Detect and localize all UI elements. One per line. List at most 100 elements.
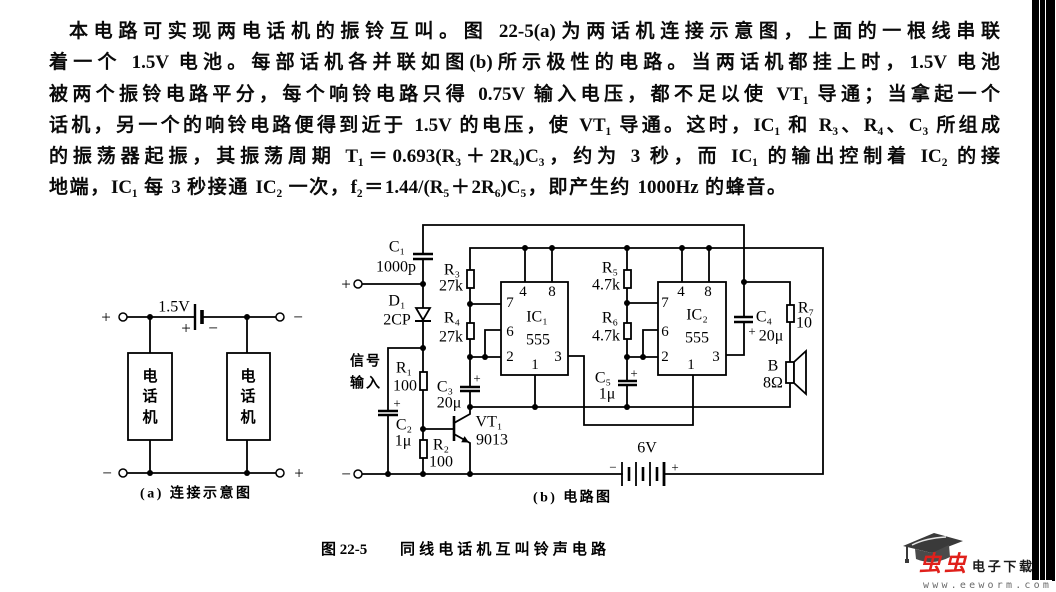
r2-value-label: 100 <box>429 454 453 471</box>
battery-negative-sign: − <box>208 319 218 338</box>
junction-dot <box>244 470 250 476</box>
ic1-pin-label: 7 <box>506 295 514 311</box>
signal-input-label: 输入 <box>350 375 380 392</box>
ic2-pin-label: 4 <box>677 284 685 300</box>
diode-d1-symbol <box>414 307 432 322</box>
terminal <box>118 312 128 322</box>
r1-ref-label: R₁ <box>396 360 412 377</box>
paragraph-line: 地端，IC₁ 每 3 秒接通 IC₂ 一次，f₂＝1.44/(R₅＋2R₆)C₅… <box>49 177 786 198</box>
wire <box>743 281 791 306</box>
graduation-cap-icon <box>903 533 963 553</box>
c1-ref-label: C₁ <box>389 239 405 256</box>
c5-value-label: 1μ <box>599 386 616 403</box>
terminal-top-left-sign: + <box>101 308 111 327</box>
ic2-pin-label: 3 <box>712 349 720 365</box>
ic1-pin-label: 3 <box>554 349 562 365</box>
ic2-ref-label: IC₂ <box>686 307 708 324</box>
telephone-label-char: 电 <box>142 367 157 385</box>
junction-dot <box>420 345 426 351</box>
junction-dot <box>532 404 538 410</box>
junction-dot <box>679 245 685 251</box>
ic1-type-label: 555 <box>526 332 550 349</box>
junction-dot <box>624 404 630 410</box>
junction-dot <box>420 471 426 477</box>
r3-ref-label: R₃ <box>444 262 460 279</box>
junction-dot <box>385 471 391 477</box>
terminal <box>275 312 285 322</box>
telephone-label-char: 话 <box>142 387 157 405</box>
c5-ref-label: C₅ <box>595 370 611 387</box>
r6-ref-label: R₆ <box>602 310 618 327</box>
paragraph-line: 的振荡器起振，其振荡周期 T₁＝0.693(R₃＋2R₄)C₃，约为 3 秒，而… <box>49 146 1000 167</box>
wire <box>725 321 745 356</box>
wire <box>567 355 694 426</box>
r7-ref-label: R₇ <box>798 300 814 317</box>
junction-dot <box>624 300 630 306</box>
ic2-type-label: 555 <box>685 330 709 347</box>
wire <box>484 329 502 358</box>
junction-dot <box>482 354 488 360</box>
transistor-vt1-emitter-arrow <box>461 436 469 443</box>
scan-edge-bar <box>1032 0 1039 581</box>
terminal <box>275 468 285 478</box>
input-positive-sign: + <box>341 275 351 294</box>
junction-dot <box>420 281 426 287</box>
graduation-cap-tassel-end <box>905 559 909 563</box>
c2-value-label: 1μ <box>395 433 412 450</box>
c2-ref-label: C₂ <box>396 417 412 434</box>
ic1-555-body <box>500 281 569 376</box>
telephone-box-right <box>226 352 271 441</box>
capacitor-plates <box>378 252 753 417</box>
wire <box>387 347 424 412</box>
junction-dot <box>467 471 473 477</box>
r5-value-label: 4.7k <box>592 277 620 294</box>
ic1-pin-label: 2 <box>506 349 514 365</box>
c2-polarity-sign: + <box>393 396 400 411</box>
watermark-logo <box>903 533 963 563</box>
vt1-ref-label: VT₁ <box>476 414 503 431</box>
r1-value-label: 100 <box>393 378 417 395</box>
speaker-b-body <box>785 361 795 384</box>
resistor-r5 <box>623 269 632 289</box>
graduation-cap-base <box>915 545 950 563</box>
terminal-bottom-left-sign: − <box>102 464 112 483</box>
wire <box>469 247 824 475</box>
telephone-label-char: 电 <box>240 367 255 385</box>
r6-value-label: 4.7k <box>592 328 620 345</box>
speaker-ref-label: B <box>768 358 779 375</box>
r4-value-label: 27k <box>439 329 463 346</box>
watermark-brand: 虫虫 <box>919 552 970 577</box>
c3-ref-label: C₃ <box>437 379 453 396</box>
ic1-pin-label: 8 <box>548 284 556 300</box>
figure-a-caption: (a) 连接示意图 <box>140 485 250 502</box>
graduation-cap-highlight <box>911 536 947 546</box>
paragraph-line: 话机，另一个的响铃电路便得到近于 1.5V 的电压，使 VT₁ 导通。这时，IC… <box>49 115 1000 136</box>
resistor-r7 <box>786 304 795 323</box>
ic2-555-body <box>657 281 727 376</box>
ic2-pin-label: 6 <box>661 324 669 340</box>
telephone-label-char: 机 <box>240 408 255 426</box>
telephone-label-char: 机 <box>142 408 157 426</box>
wire <box>422 224 745 318</box>
ic2-pin-label: 1 <box>687 357 695 373</box>
terminal <box>118 468 128 478</box>
c1-value-label: 1000p <box>376 259 416 276</box>
wire <box>469 382 791 408</box>
resistor-r3 <box>466 269 475 289</box>
ic2-pin-label: 8 <box>704 284 712 300</box>
resistor-r6 <box>623 322 632 340</box>
junction-dot <box>420 426 426 432</box>
ic1-ref-label: IC₁ <box>526 309 548 326</box>
battery-6v-positive-sign: + <box>671 460 678 475</box>
r2-ref-label: R₂ <box>433 437 449 454</box>
r7-value-label: 10 <box>796 315 812 332</box>
junction-dot <box>147 314 153 320</box>
junction-dot <box>147 470 153 476</box>
r3-value-label: 27k <box>439 278 463 295</box>
d1-value-label: 2CP <box>383 312 411 329</box>
junction-dot <box>640 354 646 360</box>
watermark-url: www.eeworm.com <box>923 580 1053 591</box>
watermark-text: 电子下载 <box>972 560 1035 575</box>
c4-value-label: 20μ <box>759 328 784 345</box>
ic2-pin-label: 7 <box>661 295 669 311</box>
